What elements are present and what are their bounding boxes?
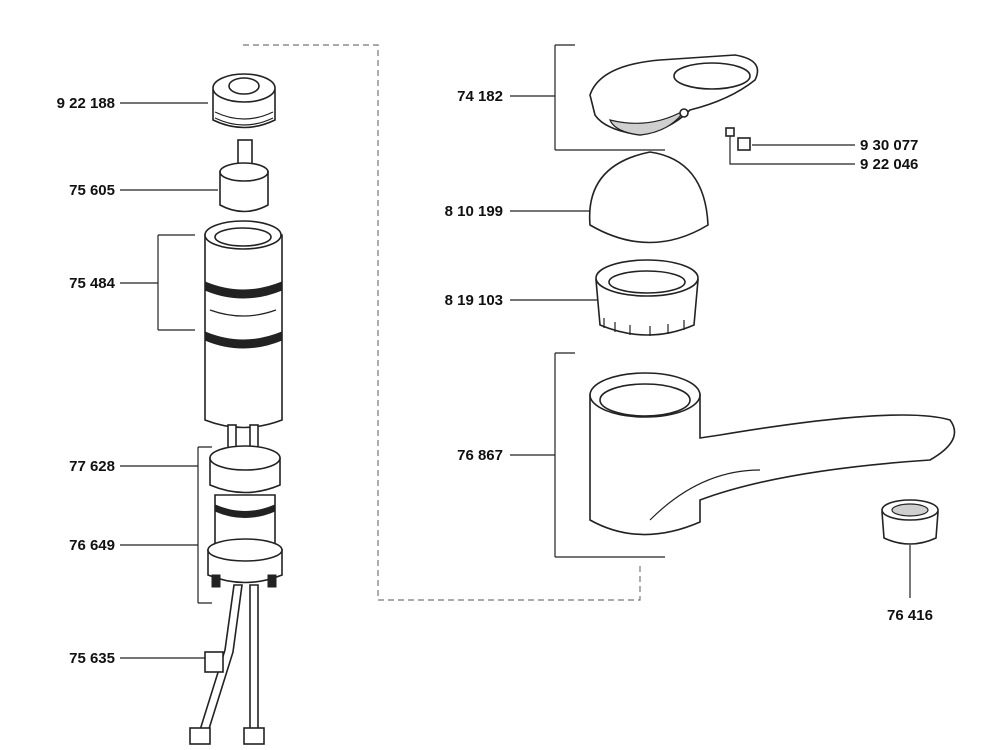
- label-spindle: 75 605: [69, 182, 115, 199]
- part-screw: [725, 127, 751, 151]
- part-nut: [212, 73, 276, 129]
- part-cover: [588, 151, 709, 244]
- assembly-dashed-line: [243, 44, 641, 601]
- label-cover: 8 10 199: [445, 203, 503, 220]
- part-hoses: [189, 584, 265, 745]
- label-aerator: 76 416: [887, 607, 933, 624]
- leader-lines: [120, 44, 911, 659]
- part-lever: [589, 54, 759, 136]
- part-base-ring: [209, 424, 281, 494]
- part-cartridge: [204, 220, 283, 429]
- label-screw: 9 30 077: [860, 137, 918, 154]
- label-hoses: 75 635: [69, 650, 115, 667]
- label-cap: 9 22 046: [860, 156, 918, 173]
- part-aerator: [881, 499, 939, 545]
- part-ring: [595, 259, 699, 336]
- label-nut: 9 22 188: [57, 95, 115, 112]
- part-mount-set: [207, 494, 283, 588]
- label-cartridge: 75 484: [69, 275, 116, 292]
- part-spindle: [219, 139, 269, 213]
- label-mount-set: 76 649: [69, 537, 115, 554]
- label-base-ring: 77 628: [69, 458, 115, 475]
- label-lever: 74 182: [457, 88, 503, 105]
- label-body-spout: 76 867: [457, 447, 503, 464]
- label-ring: 8 19 103: [445, 292, 503, 309]
- part-body-spout: [589, 372, 956, 536]
